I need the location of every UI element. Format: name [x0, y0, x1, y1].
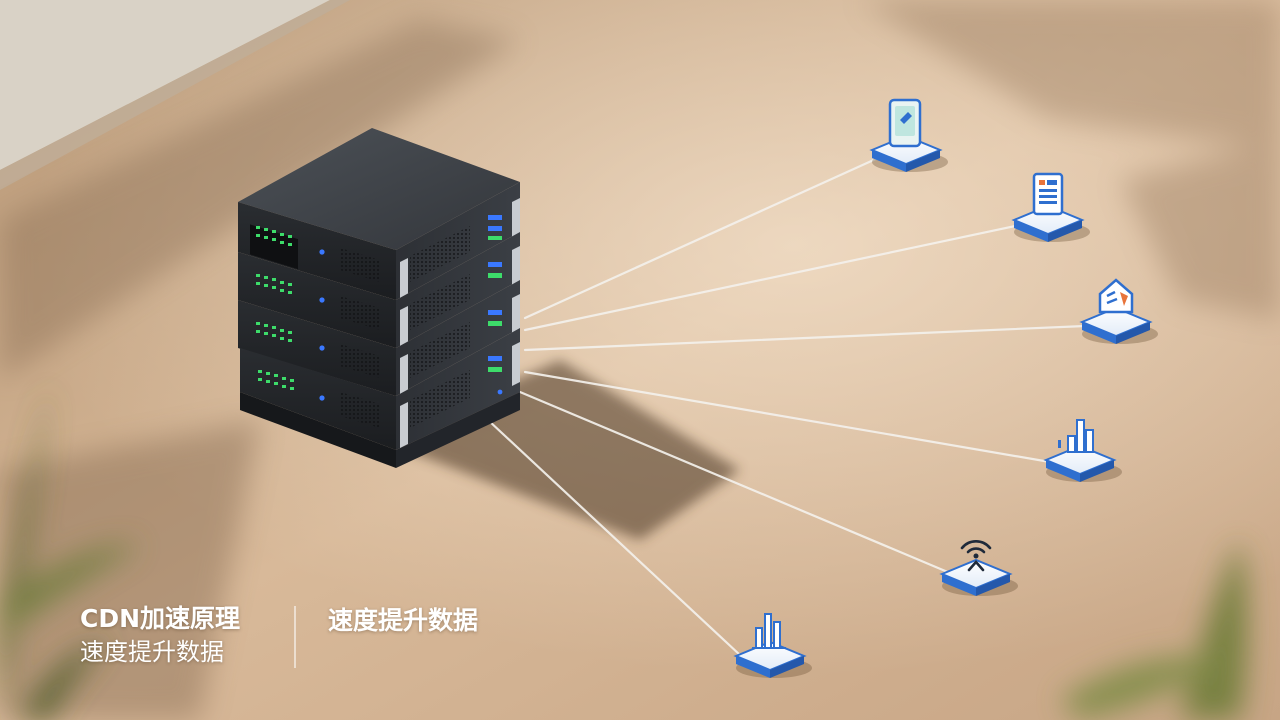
phone-icon: [888, 98, 922, 148]
endpoint-tile-3: [1079, 278, 1158, 344]
caption-divider: [294, 606, 296, 668]
caption-primary: CDN加速原理 速度提升数据: [80, 602, 290, 668]
server-stack: [238, 128, 520, 468]
server-unit-2: [238, 232, 520, 348]
caption-block: CDN加速原理 速度提升数据 速度提升数据: [80, 602, 540, 682]
endpoint-tile-6: [733, 613, 812, 678]
endpoint-tile-2: [1011, 172, 1090, 242]
bar-chart-icon: [752, 613, 786, 649]
caption-title: CDN加速原理: [80, 604, 241, 633]
server-unit-4: [240, 328, 520, 450]
document-list-icon: [1032, 172, 1064, 216]
endpoint-tile-4: [1043, 419, 1122, 482]
endpoint-tile-1: [869, 98, 948, 172]
endpoint-tile-5: [939, 540, 1018, 596]
bar-chart-icon: [1058, 419, 1094, 453]
chart-report-icon: [1098, 278, 1134, 314]
foreground-plants: [0, 380, 1248, 720]
wireless-signal-icon: [960, 540, 992, 572]
link-lines: [486, 156, 1087, 657]
caption-secondary: 速度提升数据: [328, 606, 479, 635]
server-unit-1: [238, 182, 520, 300]
server-unit-3: [238, 280, 520, 396]
caption-subtitle: 速度提升数据: [80, 638, 224, 666]
